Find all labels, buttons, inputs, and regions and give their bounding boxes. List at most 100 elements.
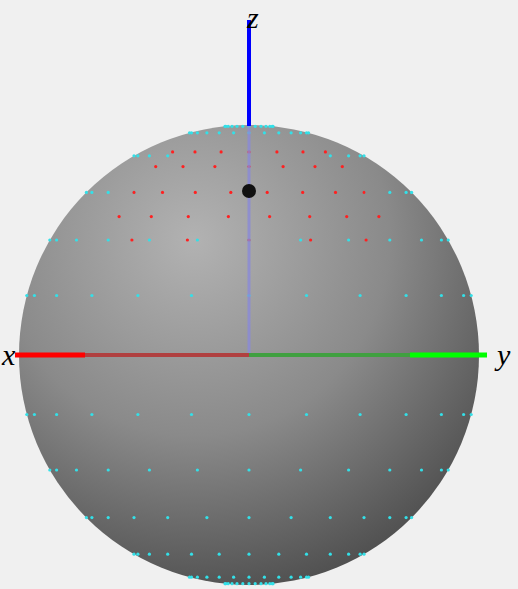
grid-dot xyxy=(405,516,408,519)
grid-dot xyxy=(75,468,78,471)
grid-dot xyxy=(150,215,153,218)
grid-dot xyxy=(223,582,226,585)
grid-dot xyxy=(345,215,348,218)
grid-dot xyxy=(290,516,293,519)
grid-dot xyxy=(85,191,88,194)
grid-dot xyxy=(254,582,257,585)
grid-dot xyxy=(334,191,337,194)
grid-dot xyxy=(362,553,365,556)
grid-dot xyxy=(136,154,139,157)
grid-dot xyxy=(227,215,230,218)
axis-label: y xyxy=(497,340,510,370)
grid-dot xyxy=(410,191,413,194)
grid-dot xyxy=(136,413,139,416)
grid-dot xyxy=(388,516,391,519)
grid-dot xyxy=(277,576,280,579)
grid-dot xyxy=(85,516,88,519)
grid-dot xyxy=(359,413,362,416)
grid-dot xyxy=(347,238,350,241)
grid-dot xyxy=(132,553,135,556)
grid-dot xyxy=(271,125,274,128)
grid-dot xyxy=(55,468,58,471)
x-axis xyxy=(15,353,85,358)
grid-dot xyxy=(186,238,189,241)
z-axis xyxy=(247,20,251,126)
grid-dot xyxy=(166,154,169,157)
grid-dot xyxy=(440,238,443,241)
grid-dot xyxy=(290,576,293,579)
grid-dot xyxy=(264,125,267,128)
grid-dot xyxy=(301,150,304,153)
grid-dot xyxy=(190,553,193,556)
grid-dot xyxy=(247,413,250,416)
grid-dot xyxy=(440,294,443,297)
grid-dot xyxy=(247,468,250,471)
grid-dot xyxy=(55,413,58,416)
grid-dot xyxy=(268,215,271,218)
y-axis xyxy=(410,353,487,358)
grid-dot xyxy=(148,468,151,471)
grid-dot xyxy=(299,238,302,241)
grid-dot xyxy=(55,294,58,297)
grid-dot xyxy=(359,553,362,556)
grid-dot xyxy=(277,553,280,556)
grid-dot xyxy=(190,413,193,416)
grid-dot xyxy=(25,413,28,416)
grid-dot xyxy=(329,553,332,556)
grid-dot xyxy=(462,413,465,416)
grid-dot xyxy=(362,154,365,157)
grid-dot xyxy=(254,125,257,128)
grid-dot xyxy=(107,191,110,194)
grid-dot xyxy=(190,294,193,297)
grid-dot xyxy=(264,582,267,585)
grid-dot xyxy=(130,238,133,241)
grid-dot xyxy=(299,131,302,134)
grid-dot xyxy=(362,516,365,519)
grid-dot xyxy=(440,413,443,416)
grid-dot xyxy=(324,150,327,153)
grid-dot xyxy=(271,582,274,585)
grid-dot xyxy=(359,154,362,157)
grid-dot xyxy=(227,582,230,585)
grid-dot xyxy=(420,238,423,241)
grid-dot xyxy=(282,165,285,168)
grid-dot xyxy=(227,125,230,128)
grid-dot xyxy=(132,516,135,519)
grid-dot xyxy=(365,238,368,241)
grid-dot xyxy=(148,553,151,556)
grid-dot xyxy=(247,576,250,579)
grid-dot xyxy=(229,191,232,194)
grid-dot xyxy=(132,191,135,194)
grid-dot xyxy=(118,215,121,218)
grid-dot xyxy=(307,576,310,579)
grid-dot xyxy=(136,294,139,297)
grid-dot xyxy=(193,150,196,153)
grid-dot xyxy=(230,125,233,128)
grid-dot xyxy=(90,516,93,519)
grid-dot xyxy=(377,215,380,218)
grid-dot xyxy=(347,468,350,471)
grid-dot xyxy=(171,150,174,153)
grid-dot xyxy=(341,165,344,168)
grid-dot xyxy=(223,125,226,128)
grid-dot xyxy=(220,150,223,153)
y-axis-inner xyxy=(249,353,410,357)
grid-dot xyxy=(190,131,193,134)
grid-dot xyxy=(307,131,310,134)
grid-dot xyxy=(405,294,408,297)
grid-dot xyxy=(205,131,208,134)
grid-dot xyxy=(148,238,151,241)
grid-dot xyxy=(305,294,308,297)
grid-dot xyxy=(232,576,235,579)
grid-dot xyxy=(213,165,216,168)
grid-dot xyxy=(447,468,450,471)
grid-dot xyxy=(470,413,473,416)
grid-dot xyxy=(259,582,262,585)
grid-dot xyxy=(107,238,110,241)
grid-dot xyxy=(235,125,238,128)
grid-dot xyxy=(313,165,316,168)
grid-dot xyxy=(218,131,221,134)
grid-dot xyxy=(405,191,408,194)
grid-dot xyxy=(132,191,135,194)
